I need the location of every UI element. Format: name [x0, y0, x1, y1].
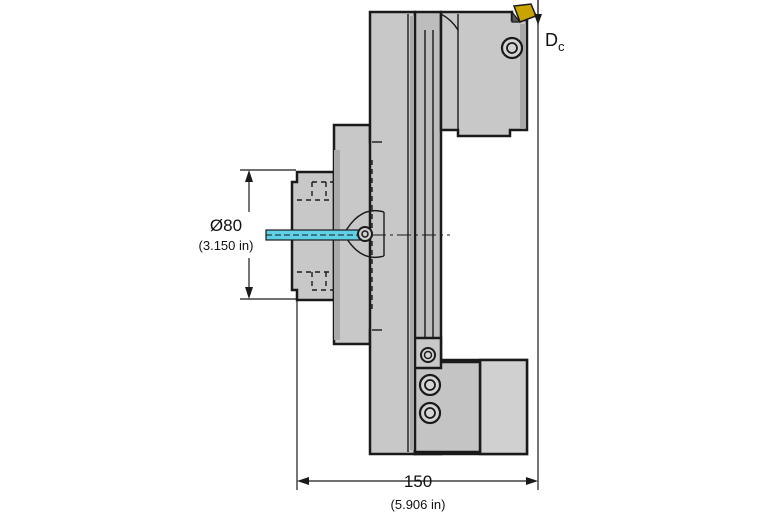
dc-label-main: D [545, 30, 558, 50]
coolant-channel [265, 229, 361, 241]
diameter-label: Ø80 [210, 216, 242, 235]
diameter-sublabel: (3.150 in) [199, 238, 254, 253]
dimension-lines [240, 0, 542, 490]
shadow-strips [334, 16, 526, 450]
bottom-screw-1-icon [418, 373, 442, 397]
center-screw-icon [357, 226, 373, 242]
dc-label: Dc [545, 30, 565, 54]
length-sublabel: (5.906 in) [391, 497, 446, 512]
slide-screw-icon [420, 347, 436, 363]
top-screw-icon [500, 36, 524, 60]
length-label: 150 [404, 472, 432, 491]
top-carrier [439, 10, 529, 138]
dc-label-sub: c [558, 39, 565, 54]
body-details [297, 13, 459, 452]
bottom-screw-2-icon [418, 401, 442, 425]
bottom-block-face [478, 358, 529, 456]
cutting-insert-icon [511, 3, 537, 23]
